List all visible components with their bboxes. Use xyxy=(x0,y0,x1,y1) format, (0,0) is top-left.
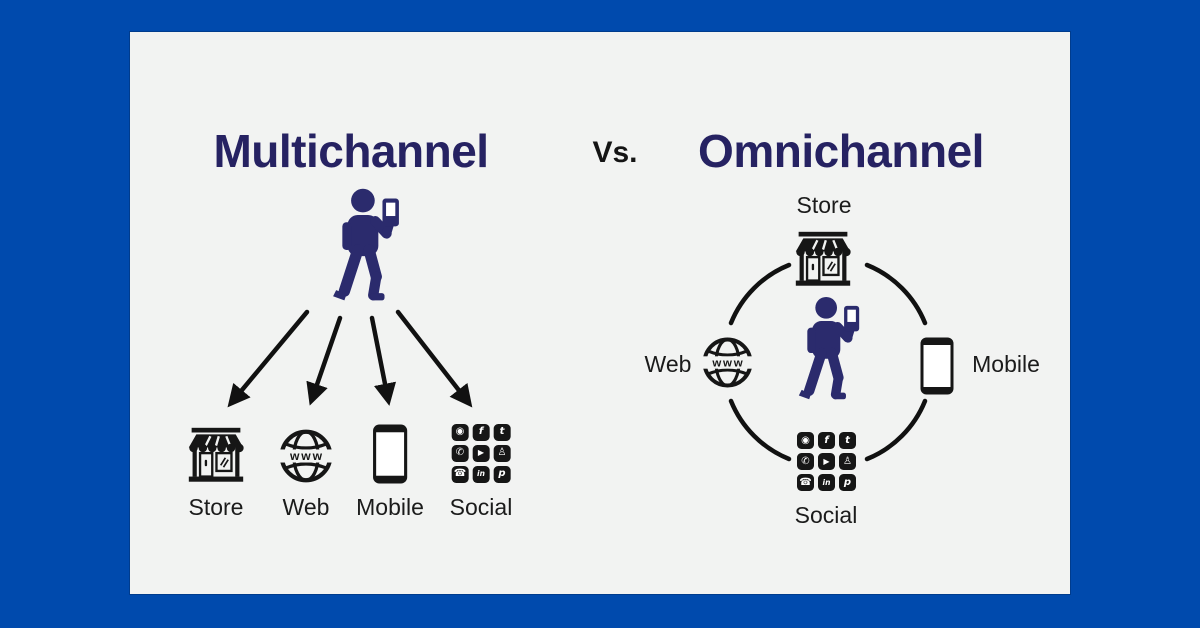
phone-icon: ☎ xyxy=(797,474,814,491)
snapchat-icon: ♙ xyxy=(493,444,511,462)
circle-arc-top-right xyxy=(864,262,928,326)
snapchat-icon: ♙ xyxy=(839,453,856,470)
linkedin-icon: in xyxy=(472,465,490,483)
person-with-phone-icon xyxy=(333,188,399,301)
instagram-icon: ◉ xyxy=(451,423,469,441)
connectors-layer xyxy=(227,262,928,462)
omni-social-label: Social xyxy=(794,502,858,528)
instagram-icon: ◉ xyxy=(797,432,814,449)
omnichannel-title: Omnichannel xyxy=(698,125,984,177)
channel-mobile: Mobile xyxy=(356,422,424,521)
twitter-icon: t xyxy=(839,432,856,449)
phone-icon: ☎ xyxy=(451,465,469,483)
omni-web-label: Web xyxy=(644,351,692,377)
pinterest-icon: p xyxy=(839,474,856,491)
mobile-label: Mobile xyxy=(356,494,424,520)
arrow-to-mobile xyxy=(369,315,397,406)
channel-web: www Web xyxy=(278,422,334,521)
facebook-icon: f xyxy=(818,432,835,449)
globe-www-icon: www xyxy=(278,429,334,483)
mobile-phone-icon xyxy=(920,337,954,395)
arrow-to-social xyxy=(395,309,473,408)
circle-arc-top-left xyxy=(728,262,792,326)
arrow-to-web xyxy=(306,315,343,406)
channel-store: Store xyxy=(186,422,246,521)
linkedin-icon: in xyxy=(818,474,835,491)
youtube-icon: ▶ xyxy=(472,444,490,462)
mobile-phone-icon xyxy=(372,424,408,484)
facebook-icon: f xyxy=(472,423,490,441)
card: Multichannel Vs. Omnichannel xyxy=(130,32,1070,594)
social-label: Social xyxy=(449,494,513,520)
youtube-icon: ▶ xyxy=(818,453,835,470)
whatsapp-icon: ✆ xyxy=(451,444,469,462)
web-label: Web xyxy=(282,494,330,520)
person-with-phone-icon xyxy=(798,296,860,400)
twitter-icon: t xyxy=(493,423,511,441)
channel-social: ◉ f t ✆ ▶ ♙ ☎ in p Social xyxy=(449,422,513,521)
omni-store-label: Store xyxy=(796,192,852,218)
circle-arc-bottom-left xyxy=(728,398,792,462)
arrow-to-store xyxy=(227,309,310,408)
store-icon xyxy=(188,427,244,482)
omni-mobile-label: Mobile xyxy=(972,351,1040,377)
store-label: Store xyxy=(188,494,244,520)
multichannel-title: Multichannel xyxy=(213,125,489,177)
pinterest-icon: p xyxy=(493,465,511,483)
store-icon xyxy=(795,231,851,286)
www-text: www xyxy=(711,357,744,369)
multichannel-arrows xyxy=(227,309,473,408)
www-text: www xyxy=(289,449,324,463)
vs-label: Vs. xyxy=(592,136,638,169)
whatsapp-icon: ✆ xyxy=(797,453,814,470)
circle-arc-bottom-right xyxy=(864,398,928,462)
globe-www-icon: www xyxy=(701,337,754,388)
social-icons-grid: ◉ f t ✆ ▶ ♙ ☎ in p xyxy=(797,432,856,491)
social-icons-grid: ◉ f t ✆ ▶ ♙ ☎ in p xyxy=(451,423,511,483)
